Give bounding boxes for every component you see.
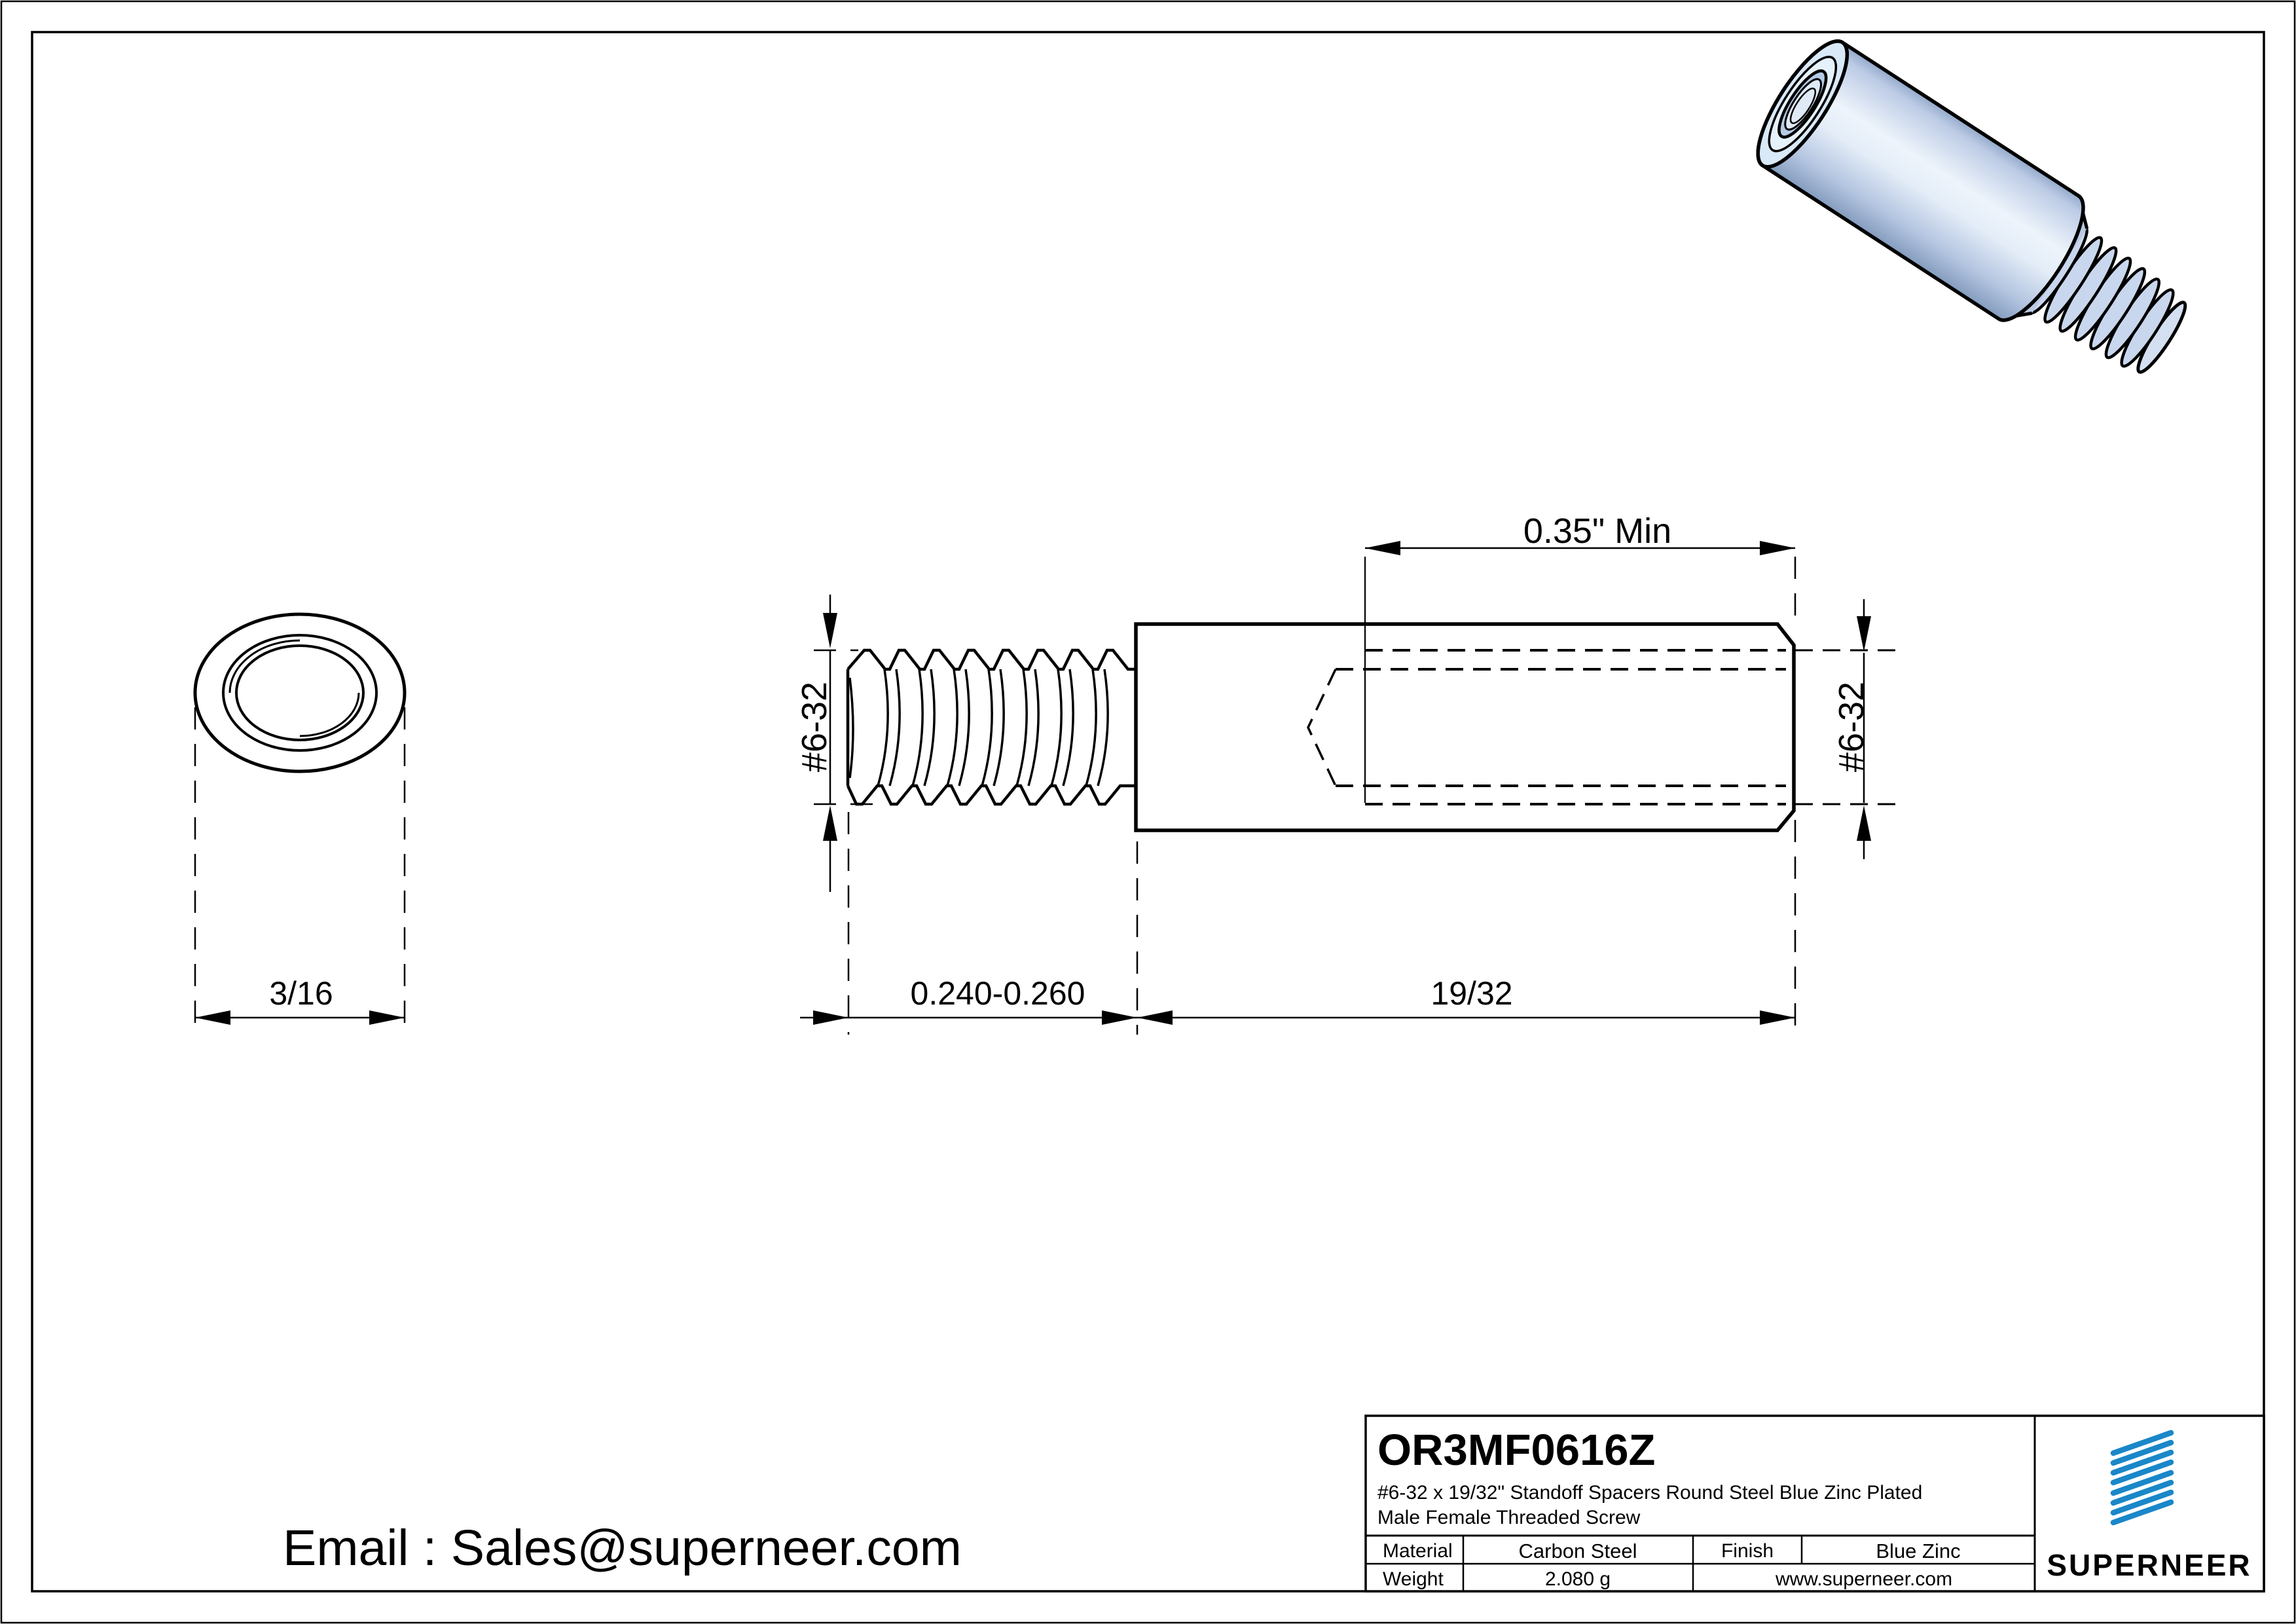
front-hole-circle: [235, 644, 365, 741]
material-value: Carbon Steel: [1519, 1540, 1637, 1562]
standoff-body-outline: [1134, 622, 1796, 832]
dim-male-thread-length: [800, 1010, 1137, 1025]
arrowhead-right: [1102, 1010, 1137, 1025]
dim-text-male-thread-size: #6-32: [795, 682, 834, 772]
arrowhead-right: [369, 1010, 405, 1025]
dim-text-thread-depth: 0.35" Min: [1523, 511, 1671, 551]
weight-label: Weight: [1383, 1568, 1444, 1590]
dim-bottom-extensions: [847, 812, 1796, 1035]
thread-bottom-profile: [846, 784, 1136, 806]
arrowhead-down: [1857, 616, 1871, 652]
finish-value: Blue Zinc: [1876, 1540, 1960, 1562]
front-thread-arc-upper: [228, 639, 301, 693]
hidden-drill-cone: [1307, 669, 1337, 786]
dim-male-thread-size: [814, 595, 885, 892]
dim-text-female-thread-size: #6-32: [1832, 682, 1871, 772]
thread-top-profile: [847, 648, 1136, 671]
description-line-2: Male Female Threaded Screw: [1377, 1507, 1641, 1528]
arrowhead-down: [823, 613, 837, 648]
material-label: Material: [1383, 1540, 1453, 1562]
brand-name: SUPERNEER: [2047, 1548, 2251, 1582]
part-number: OR3MF0616Z: [1377, 1426, 1655, 1475]
arrowhead-left: [195, 1010, 230, 1025]
superneer-logo-icon: [2110, 1430, 2174, 1526]
weight-value: 2.080 g: [1545, 1568, 1611, 1590]
dim-front-diameter: [194, 707, 406, 1035]
front-thread-circle: [222, 634, 378, 752]
arrowhead-left: [1137, 1010, 1173, 1025]
arrowhead-left: [1365, 541, 1400, 555]
description-line-1: #6-32 x 19/32" Standoff Spacers Round St…: [1377, 1482, 1922, 1504]
dim-text-body-length: 19/32: [1430, 975, 1512, 1012]
hole-thread-ring-inner: [1789, 87, 1816, 124]
dim-thread-depth: [1364, 541, 1796, 803]
female-thread-hidden-lines: [1307, 649, 1786, 805]
arrowhead-up: [823, 805, 837, 841]
arrowhead-right: [1760, 1010, 1795, 1025]
hole-thread-ring: [1784, 78, 1823, 131]
finish-label: Finish: [1721, 1540, 1774, 1562]
dim-body-length: [1137, 1010, 1795, 1025]
render-3d: [1756, 39, 2187, 374]
arrowhead-right: [813, 1010, 848, 1025]
dim-text-front-diameter: 3/16: [269, 975, 333, 1012]
website-link: www.superneer.com: [1775, 1568, 1952, 1590]
drawing-border: [31, 31, 2265, 1593]
arrowhead-right: [1760, 541, 1795, 555]
front-outer-circle: [193, 612, 407, 773]
arrowhead-up: [1857, 805, 1871, 841]
title-block: OR3MF0616Z #6-32 x 19/32" Standoff Space…: [1364, 1414, 2265, 1593]
side-view-male-thread: [846, 648, 1136, 806]
thread-flank-lines: [848, 669, 1109, 786]
front-thread-arc-lower: [299, 692, 360, 737]
dim-female-thread-size: [1795, 599, 1895, 859]
email-text: Email : Sales@superneer.com: [283, 1520, 962, 1576]
front-view: [193, 612, 407, 773]
dim-text-male-thread-length: 0.240-0.260: [911, 975, 1085, 1012]
